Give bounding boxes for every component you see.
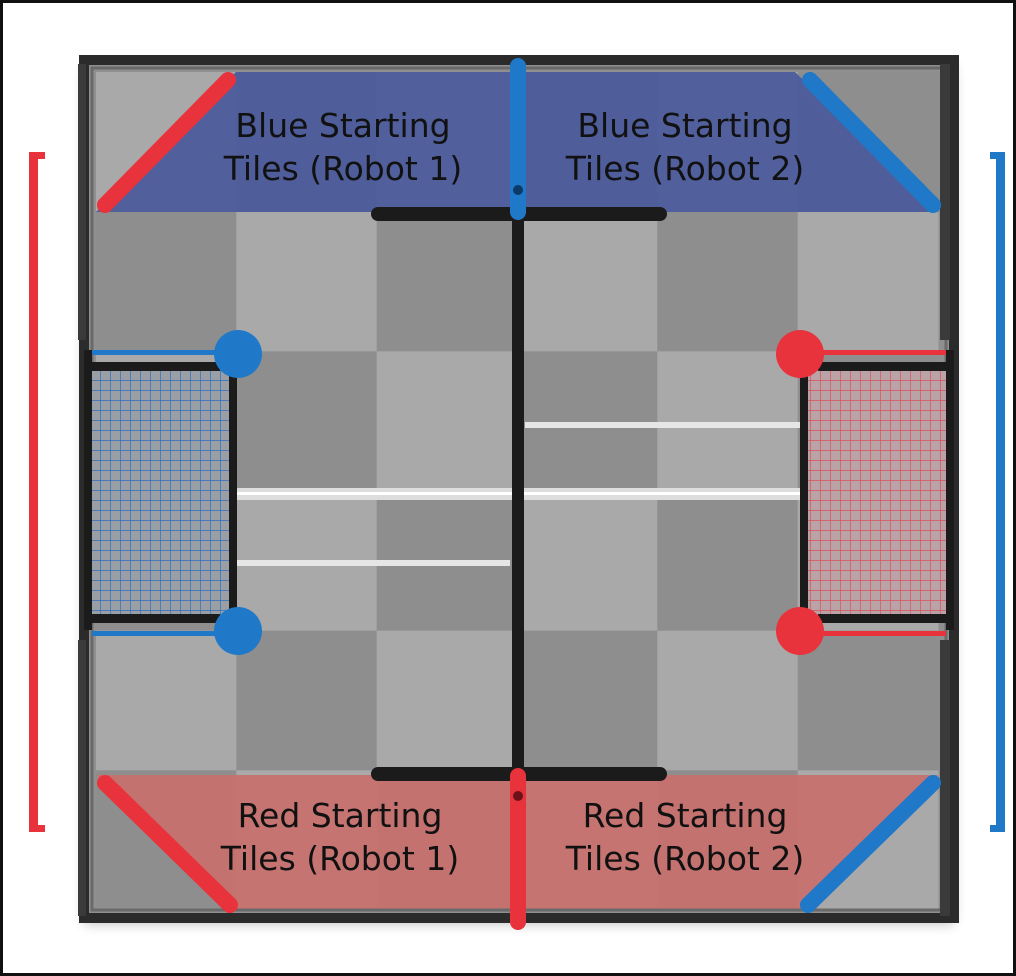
floor-tile	[657, 630, 799, 771]
floor-tile	[96, 211, 237, 352]
floor-tile	[96, 630, 237, 771]
floor-tile	[236, 211, 378, 352]
red-zone-robot2-line1: Red Starting	[583, 796, 788, 835]
floor-tile	[657, 491, 799, 632]
floor-tile	[236, 630, 378, 771]
floor-tile	[517, 211, 658, 352]
blue-zone-robot2-line2: Tiles (Robot 2)	[565, 149, 804, 188]
floor-tile	[376, 630, 518, 771]
floor-tile	[657, 211, 799, 352]
red-zone-robot1-line2: Tiles (Robot 1)	[220, 839, 459, 878]
blue-goal-post-icon	[214, 330, 262, 378]
blue-zone-robot2-line1: Blue Starting	[577, 106, 792, 145]
center-barrier	[371, 58, 667, 930]
blue-zone-robot1-line1: Blue Starting	[235, 106, 450, 145]
floor-tile	[797, 211, 939, 352]
red-goal-net	[776, 330, 954, 655]
red-zone-robot1-line1: Red Starting	[238, 796, 443, 835]
blue-goal-post-icon	[214, 607, 262, 655]
floor-tile	[517, 351, 658, 492]
floor-tile	[657, 351, 799, 492]
blue-alliance-bracket	[990, 152, 1005, 832]
floor-tile	[517, 630, 658, 771]
floor-tile	[376, 211, 518, 352]
floor-tile	[236, 351, 378, 492]
red-goal-post-icon	[776, 607, 824, 655]
blue-goal-net	[84, 330, 262, 655]
red-zone-robot2-line2: Tiles (Robot 2)	[565, 839, 804, 878]
red-goal-post-icon	[776, 330, 824, 378]
floor-tile	[517, 491, 658, 632]
floor-tile	[376, 351, 518, 492]
corner-barriers	[97, 72, 941, 913]
blue-zone-robot1-line2: Tiles (Robot 1)	[223, 149, 462, 188]
floor-tile	[797, 630, 939, 771]
red-alliance-bracket	[29, 152, 45, 832]
